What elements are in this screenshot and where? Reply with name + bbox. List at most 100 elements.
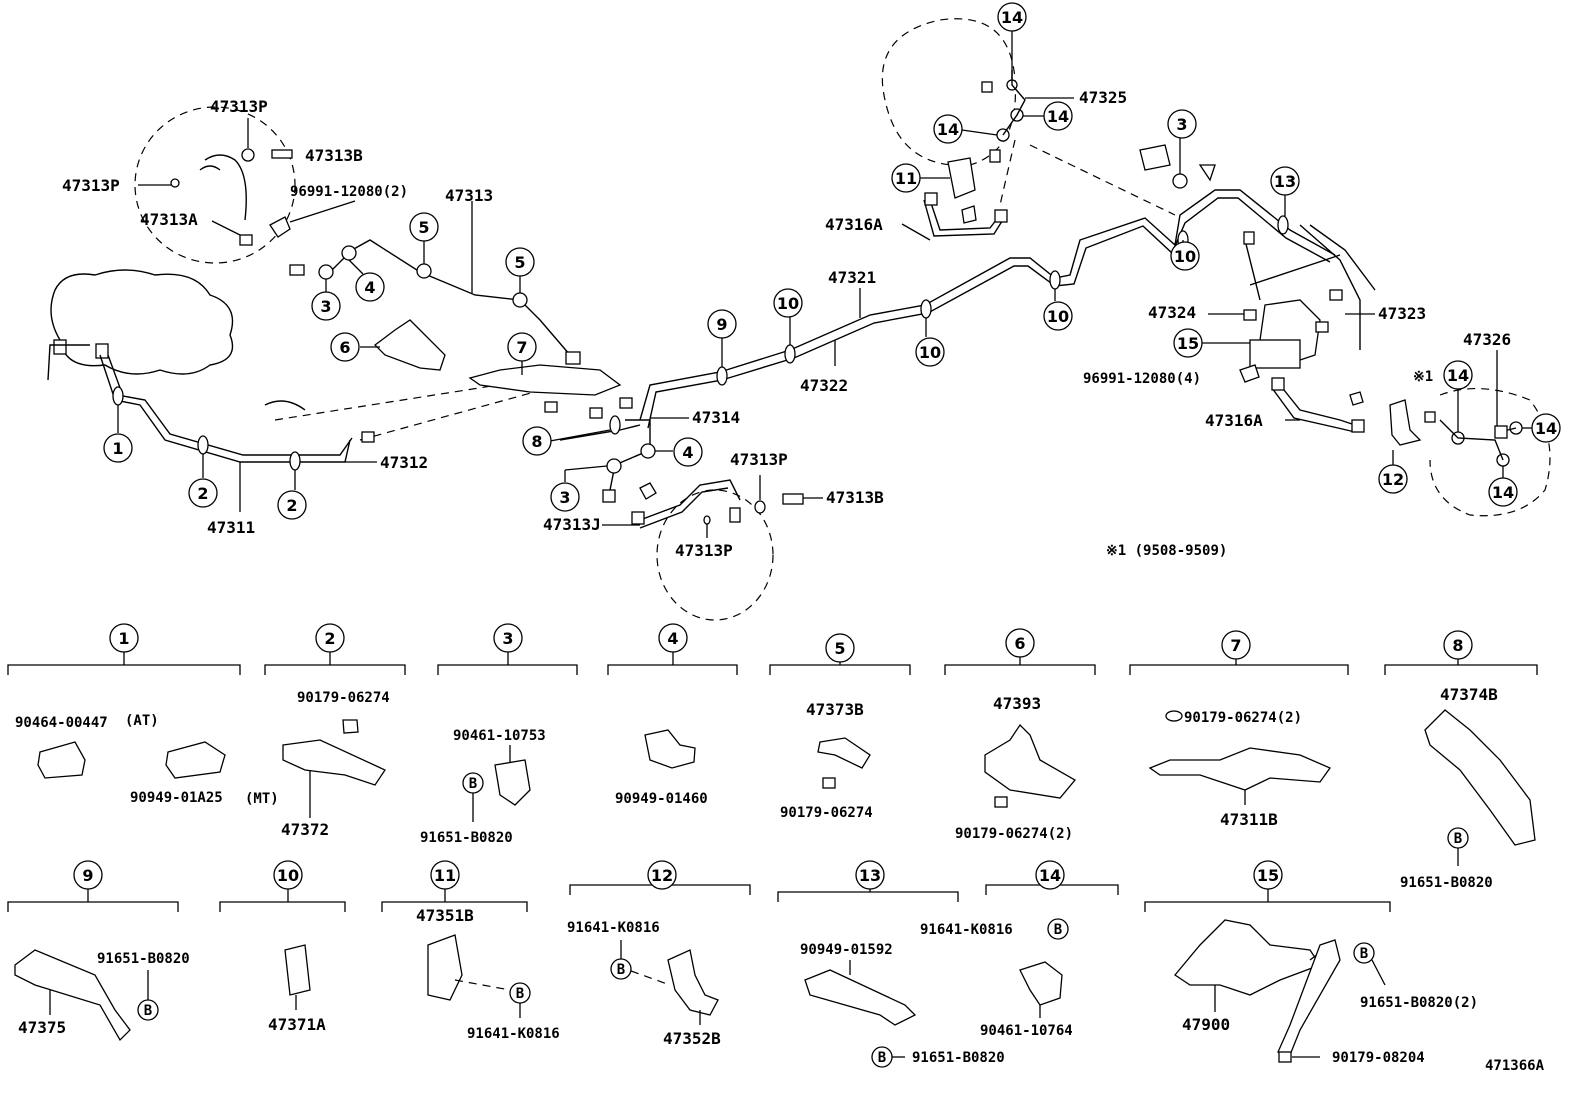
svg-text:11: 11: [434, 866, 456, 885]
clamp-drawing-3: [494, 759, 531, 806]
upper-callouts: 1 2 2 3 4 5 5 6 7 8 4 3 9 10 10 10 10 14…: [103, 2, 1561, 520]
clamp-1-mark: [112, 386, 124, 406]
fitting-47323b: [1329, 289, 1343, 301]
group-13: 13 90949-01592 B 91651-B0820: [777, 860, 1005, 1068]
bracket-drawing-47393: [984, 723, 1076, 799]
clip-96991-b: [1239, 364, 1260, 383]
gasket-47313P-c: [754, 500, 766, 514]
bolt-drawing-15: [1278, 1051, 1292, 1063]
part-91651-B0820-g9: 91651-B0820: [97, 951, 190, 967]
part-90179-06274-g5: 90179-06274: [780, 805, 873, 821]
part-90179-08204: 90179-08204: [1332, 1050, 1425, 1066]
diagram-id: 471366A: [1485, 1058, 1545, 1074]
hose-47316A-b: [1279, 384, 1356, 426]
group-3: 3 90461-10753 B 91651-B0820: [420, 623, 578, 846]
note-MT: (MT): [245, 791, 279, 807]
svg-text:14: 14: [1047, 107, 1069, 126]
grommet-drawing-47592: [804, 969, 917, 1026]
part-90179-06274-2-g7: 90179-06274(2): [1184, 710, 1302, 726]
svg-text:3: 3: [1176, 115, 1187, 134]
group-6: 6 47393 90179-06274(2): [944, 628, 1096, 842]
part-47372: 47372: [281, 820, 329, 839]
fitting-47325b: [989, 149, 1001, 163]
bolt-47313B-b: [782, 493, 804, 505]
svg-text:13: 13: [1274, 172, 1296, 191]
bolt-47313B: [271, 149, 293, 159]
pipe-47321: [639, 189, 1336, 421]
hose-47313A: [204, 154, 247, 221]
fitting-47324-top: [1243, 231, 1255, 245]
part-90179-06274-2-g6: 90179-06274(2): [955, 826, 1073, 842]
svg-text:8: 8: [1452, 636, 1463, 655]
group-1: 1 90464-00447 (AT) 90949-01A25 (MT): [7, 623, 279, 807]
label-47313P-d: 47313P: [675, 541, 733, 560]
svg-text:B: B: [878, 1050, 886, 1066]
part-47351B: 47351B: [416, 906, 474, 925]
svg-text:B: B: [1054, 922, 1062, 938]
bracket-12-drawing: [1389, 399, 1422, 446]
part-91641-K0816-g14: 91641-K0816: [920, 922, 1013, 938]
part-91651-B0820-2-g15: 91651-B0820(2): [1360, 995, 1478, 1011]
svg-text:10: 10: [919, 343, 941, 362]
front-left-brake-outline: [881, 18, 1017, 166]
clamp-4-mark-b: [640, 443, 656, 459]
label-47324: 47324: [1148, 303, 1196, 322]
svg-text:14: 14: [1535, 419, 1557, 438]
part-90461-10764: 90461-10764: [980, 1023, 1073, 1039]
callout-14c: 14: [933, 114, 963, 144]
part-91651-B0820-g3: 91651-B0820: [420, 830, 513, 846]
bolt-drawing-5: [822, 777, 836, 789]
callout-10a: 10: [773, 288, 803, 318]
svg-text:8: 8: [531, 432, 542, 451]
svg-text:9: 9: [82, 866, 93, 885]
callout-7: 7: [507, 332, 537, 362]
clip-47316A-b: [1349, 391, 1364, 406]
callout-10c: 10: [1043, 301, 1073, 331]
pipe-47314b: [559, 424, 641, 441]
bracket-15-drawing: [1249, 339, 1301, 369]
clamp-drawing-14: [1019, 961, 1063, 1006]
clip-upper-right: [1139, 144, 1171, 171]
label-47326: 47326: [1463, 330, 1511, 349]
pipe-47312: [107, 354, 353, 456]
bracket-drawing-47311B: [1148, 747, 1331, 791]
group-14: 14 91641-K0816 B 90461-10764: [920, 860, 1119, 1039]
label-96991-12080-b: 96991-12080(4): [1083, 371, 1201, 387]
dashed-guide-2: [359, 384, 561, 441]
part-47371A: 47371A: [268, 1015, 326, 1034]
svg-text:11: 11: [895, 169, 917, 188]
pipe-47324: [1244, 239, 1341, 301]
gasket-47313P-b: [170, 178, 180, 188]
svg-text:B: B: [1454, 831, 1462, 847]
fitting-hose-end: [729, 507, 741, 523]
svg-text:10: 10: [277, 866, 299, 885]
clamp-4-mark: [341, 245, 357, 261]
fitting-47316A-b2: [1351, 419, 1365, 433]
note-mark-upper: ※1: [1413, 369, 1433, 385]
svg-text:7: 7: [516, 338, 527, 357]
label-47313: 47313: [445, 186, 493, 205]
bracket-drawing-47374B: [1424, 709, 1536, 846]
svg-text:15: 15: [1257, 866, 1279, 885]
bolt-drawing-7: [1165, 710, 1183, 722]
svg-text:10: 10: [1047, 307, 1069, 326]
svg-text:B: B: [1360, 946, 1368, 962]
svg-text:1: 1: [118, 629, 129, 648]
grommet-drawing-4: [644, 729, 696, 769]
fitting-47316A-b: [1271, 377, 1285, 391]
part-90179-06274-g2: 90179-06274: [297, 690, 390, 706]
label-47313A: 47313A: [140, 210, 198, 229]
label-47313P-b: 47313P: [62, 176, 120, 195]
fitting-mc-b: [95, 343, 109, 359]
label-47316A-a: 47316A: [825, 215, 883, 234]
group-11: 11 47351B B 91641-K0816: [381, 860, 560, 1042]
label-47313B-a: 47313B: [305, 146, 363, 165]
gasket-47313P: [241, 148, 255, 162]
pipe-stub: [47, 344, 90, 381]
part-47373B: 47373B: [806, 700, 864, 719]
part-91641-K0816-g12: 91641-K0816: [567, 920, 660, 936]
clamp-9-mark: [716, 366, 728, 386]
clip-drawing-47371A: [284, 944, 311, 996]
callout-3c: 3: [1167, 109, 1197, 139]
svg-text:4: 4: [682, 443, 693, 462]
